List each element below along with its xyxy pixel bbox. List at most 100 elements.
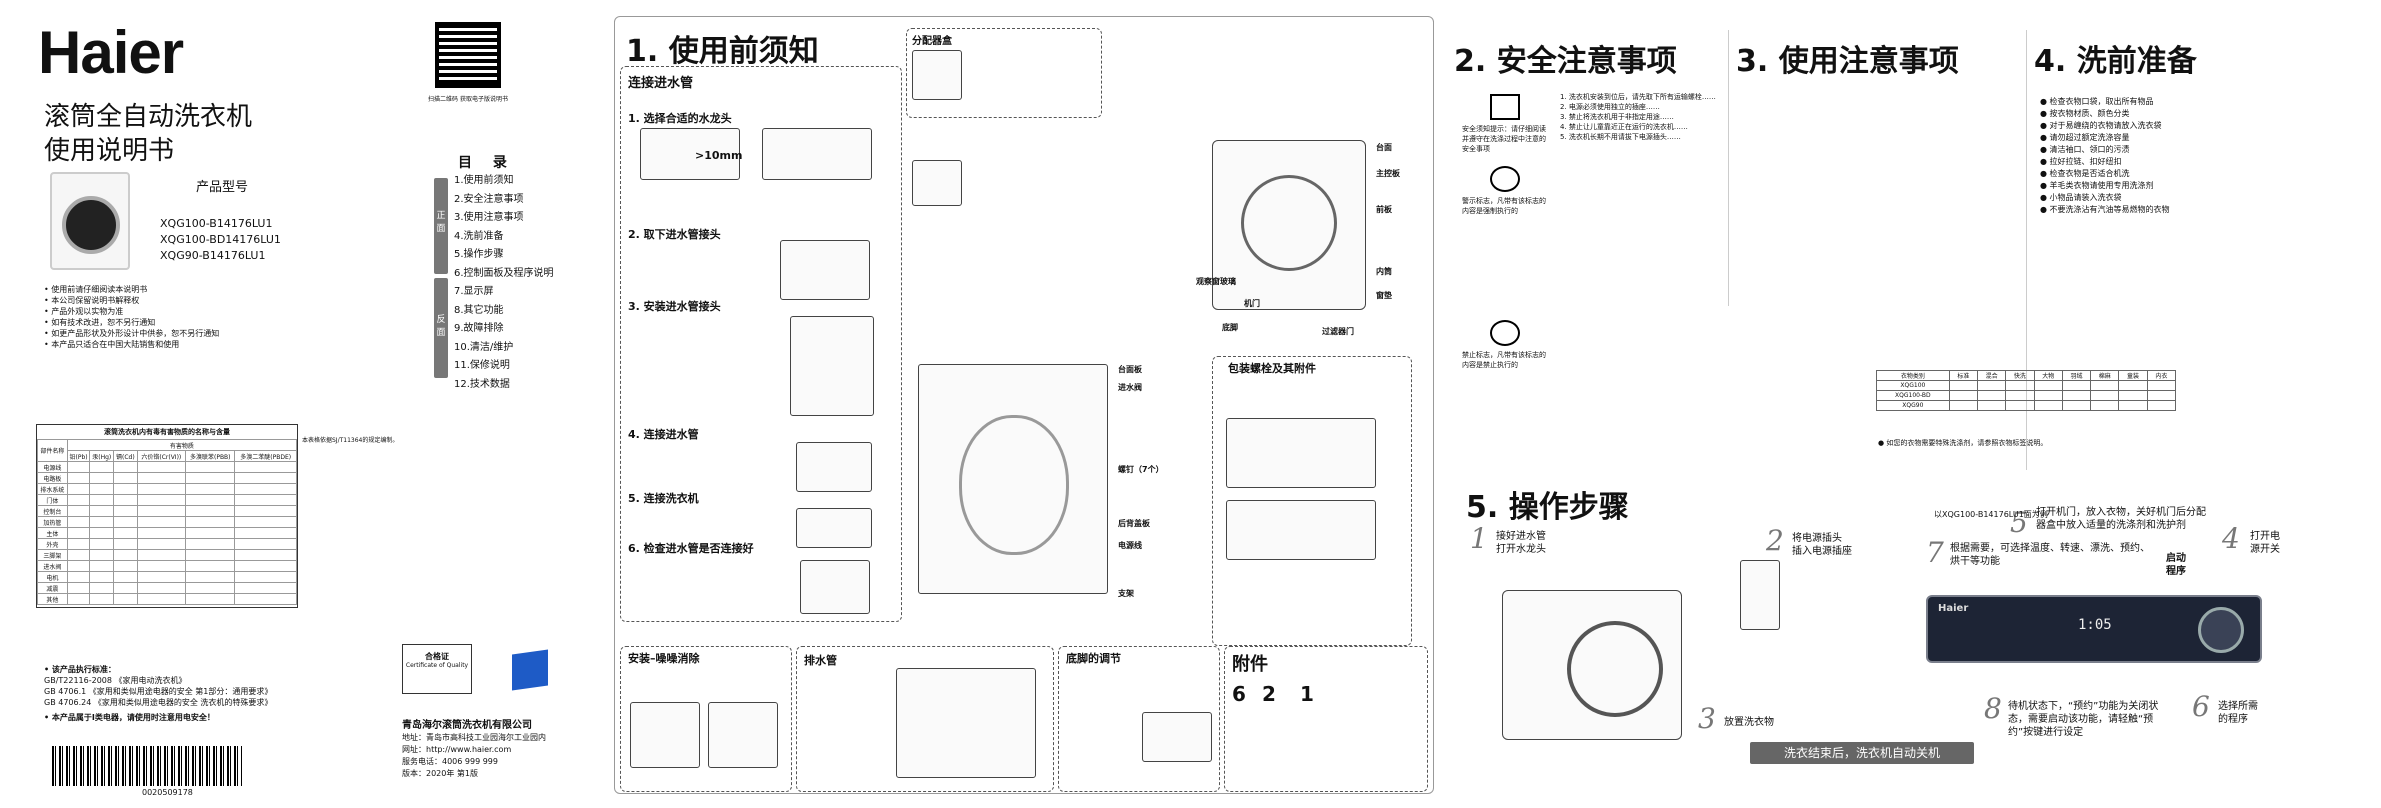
table-cell (234, 560, 297, 572)
table-cell (234, 461, 297, 473)
table-cell (89, 505, 115, 517)
toc-item[interactable]: 2.安全注意事项 (454, 193, 524, 205)
table-cell (185, 560, 236, 572)
toc-item[interactable]: 11.保修说明 (454, 360, 510, 371)
table-cell: 进水阀 (37, 560, 68, 572)
table-cell (2118, 400, 2148, 411)
toc-item[interactable]: 1.使用前须知 (454, 175, 514, 186)
plug-figure (1740, 560, 1780, 630)
toc-item[interactable]: 7.显示屏 (454, 286, 494, 297)
table-cell (113, 549, 138, 561)
water-hose-title: 连接进水管 (628, 76, 694, 91)
callout: 观察窗玻璃 (1196, 277, 1236, 286)
table-cell: 电路板 (37, 472, 68, 484)
table-cell (185, 494, 236, 506)
hazard-table-note: 本表格依据SJ/T11364的规定编制。 (302, 437, 399, 444)
back-callout: 进水阀 (1118, 383, 1142, 392)
table-of-contents: 1.使用前须知 2.安全注意事项 3.使用注意事项 4.洗前准备 5.操作步骤 … (454, 172, 554, 394)
title-line-1: 滚筒全自动洗衣机 (44, 102, 253, 132)
table-column-header: 汞(Hg) (89, 450, 115, 462)
toc-item[interactable]: 8.其它功能 (454, 304, 504, 316)
connect-washer-figure (796, 508, 872, 548)
table-cell (136, 582, 187, 594)
leveling-figure (708, 702, 778, 768)
table-cell: 三脚架 (37, 549, 68, 561)
qr-code[interactable] (435, 22, 501, 88)
toc-item[interactable]: 12.技术数据 (454, 378, 510, 390)
drain-figure (896, 668, 1036, 778)
table-header: 有害物质 (66, 439, 298, 451)
website-link[interactable]: 网址：http://www.haier.com (402, 745, 512, 754)
faucet-figure: >10mm (640, 128, 742, 180)
table-cell (185, 538, 236, 550)
callout: 过滤器门 (1322, 327, 1354, 336)
table-cell (234, 582, 297, 594)
step-text: 打开电 源开关 (2250, 531, 2280, 555)
toc-item[interactable]: 10.清洁/维护 (454, 341, 514, 353)
table-cell (89, 494, 115, 506)
dispenser-detail-figure (912, 160, 962, 206)
feet-figure (1142, 712, 1212, 762)
table-cell (136, 494, 187, 506)
table-cell (136, 571, 187, 583)
table-cell: 电机 (37, 571, 68, 583)
program-dial[interactable] (2198, 607, 2244, 653)
table-cell (66, 461, 91, 473)
pack-bolts-title: 包装螺栓及其附件 (1228, 362, 1316, 375)
table-cell (136, 527, 187, 539)
table-cell (2090, 380, 2120, 391)
panel-brand: Haier (1938, 603, 1969, 614)
table-cell (66, 549, 91, 561)
table-row: 门体 (37, 494, 297, 506)
back-callout: 螺钉（7个） (1118, 465, 1164, 474)
back-callout: 电源线 (1118, 541, 1142, 550)
step-text: 根据需要，可选择温度、转速、漂洗、预约、 烘干等功能 (1950, 543, 2150, 567)
table-cell (1948, 380, 1979, 391)
table-cell (89, 560, 115, 572)
section-4-heading: 4. 洗前准备 (2034, 44, 2197, 79)
mandatory-icon (1490, 166, 1520, 192)
toc-item[interactable]: 5.操作步骤 (454, 249, 504, 260)
table-cell: 电源线 (37, 461, 68, 473)
back-callout: 后背盖板 (1118, 519, 1150, 528)
leveling-title: 安装–噪噪消除 (628, 652, 700, 665)
table-cell: 减震 (37, 582, 68, 594)
warning-notice: 禁止标志，凡带有该标志的内容是禁止执行的 (1462, 320, 1548, 370)
table-cell (185, 571, 236, 583)
install-figure (790, 316, 874, 416)
prewash-item: ● 检查衣物是否适合机洗 (2040, 169, 2130, 178)
manual-title: 滚筒全自动洗衣机 使用说明书 (44, 100, 252, 168)
table-cell (136, 560, 187, 572)
toc-item[interactable]: 6.控制面板及程序说明 (454, 267, 554, 279)
table-cell (113, 461, 138, 473)
feet-title: 底脚的调节 (1066, 652, 1121, 665)
table-cell (113, 494, 138, 506)
start-label: 启动 程序 (2166, 553, 2186, 577)
back-frame (959, 415, 1069, 555)
table-cell (113, 516, 138, 528)
table-cell (2118, 390, 2148, 401)
section-1-heading: 1. 使用前须知 (626, 34, 819, 69)
callout: 内筒 (1376, 267, 1392, 276)
warning-text: 警示标志，凡带有该标志的内容是强制执行的 (1462, 197, 1546, 215)
toc-back-tab: 反面 (434, 278, 448, 378)
pack-bolts-figure-1 (1226, 418, 1376, 488)
washer-drum (62, 196, 120, 254)
step-title: 1. 选择合适的水龙头 (628, 112, 732, 125)
table-cell: 其他 (37, 593, 68, 605)
table-cell (66, 560, 91, 572)
toc-item[interactable]: 3.使用注意事项 (454, 212, 524, 223)
panel-display: 1:05 (2078, 617, 2112, 633)
prewash-item: ● 羊毛类衣物请使用专用洗涤剂 (2040, 181, 2154, 190)
connector-figure (780, 240, 870, 300)
model-note: 以XQG100-B14176LU1面为例 (1934, 510, 2048, 519)
toc-item[interactable]: 4.洗前准备 (454, 230, 504, 242)
table-row: 电源线 (37, 461, 297, 473)
table-header: 大物 (2033, 370, 2063, 381)
table-cell (136, 593, 187, 605)
model-item: XQG100-BD14176LU1 (160, 233, 281, 246)
connect-hose-figure (796, 442, 872, 492)
step-text: 选择所需 的程序 (2218, 701, 2258, 725)
washer-front-figure (1212, 140, 1366, 310)
toc-item[interactable]: 9.故障排除 (454, 323, 504, 334)
